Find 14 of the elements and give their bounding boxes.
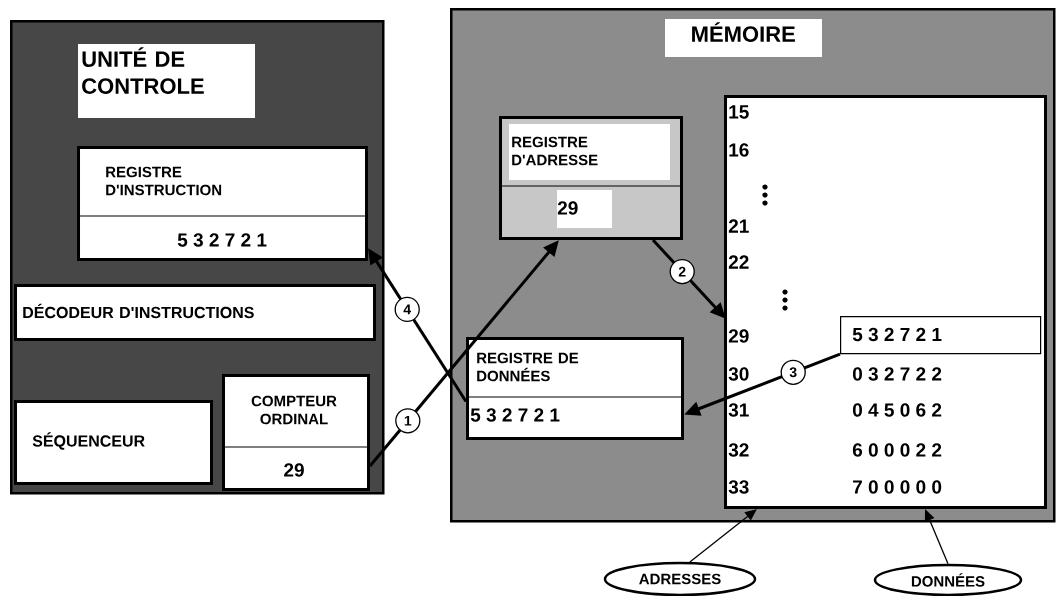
register-box: REGISTRE D'INSTRUCTION 5 3 2 7 2 1	[76, 146, 368, 261]
address-text: 29	[728, 329, 749, 343]
edge-label: 2	[669, 258, 695, 285]
decoder-box: DÉCODEUR D'INSTRUCTIONS	[14, 284, 376, 341]
register-box: REGISTRE DE DONNÉES 5 3 2 7 2 1	[465, 337, 684, 440]
leader-line	[924, 509, 949, 565]
edge-label: 1	[395, 408, 421, 434]
edge-label: 4	[394, 296, 420, 323]
counter-box: COMPTEUR ORDINAL 29	[221, 374, 370, 491]
leader-line	[689, 509, 757, 563]
edge-label: 3	[780, 359, 806, 385]
register-box: REGISTRE D'ADRESSE 29	[498, 116, 683, 240]
sequencer-box: SÉQUENCEUR	[14, 400, 213, 485]
memory-cell: 5 3 2 7 2 1	[840, 316, 1042, 355]
